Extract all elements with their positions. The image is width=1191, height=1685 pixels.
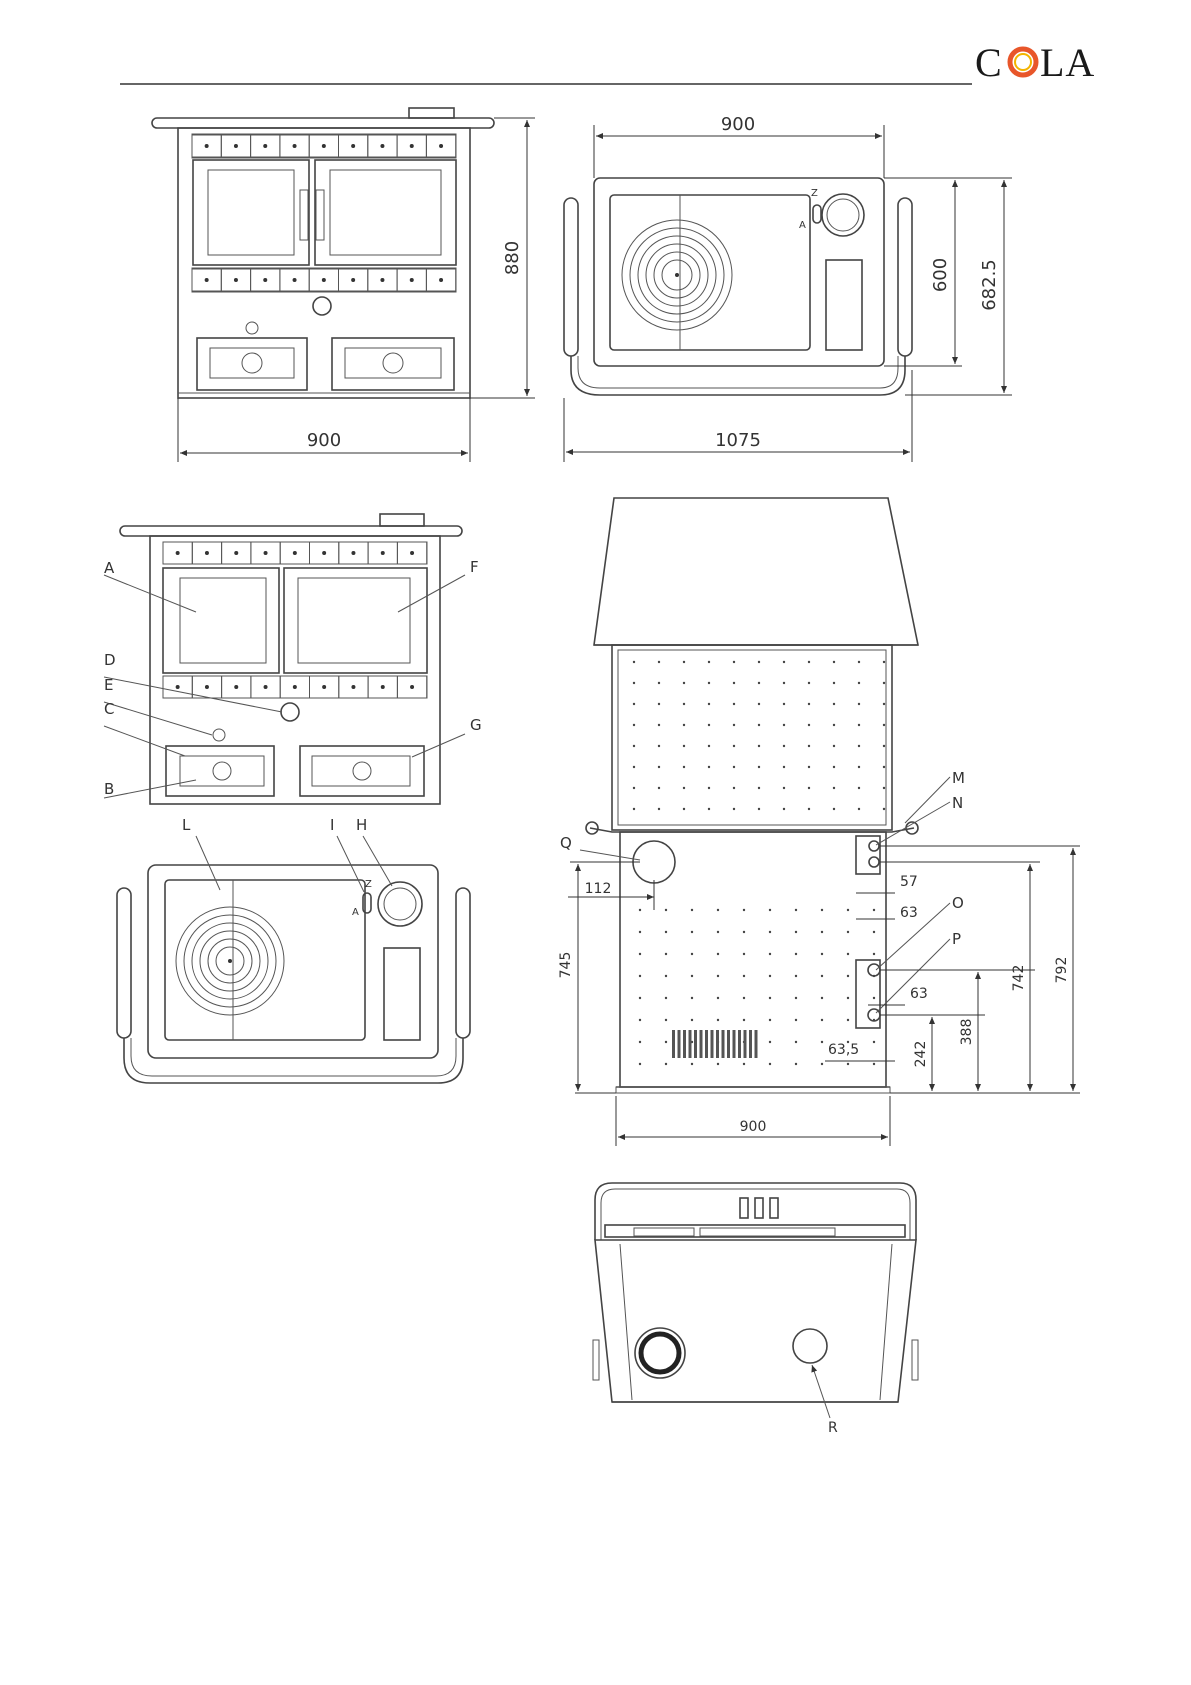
svg-text:388: 388 (959, 1019, 975, 1046)
back-panel-upper (612, 645, 892, 830)
label-h: H (356, 816, 367, 834)
firebox-door-left (197, 338, 307, 390)
side-rail-right (898, 198, 912, 356)
label-n: N (952, 794, 963, 812)
svg-text:1075: 1075 (715, 430, 761, 451)
label-b: B (104, 780, 114, 798)
bottom-shell (595, 1240, 916, 1402)
damper-lever (813, 205, 821, 223)
top-view: Z A 900 1075 600 682.5 (564, 114, 1012, 462)
svg-text:745: 745 (558, 952, 574, 979)
svg-text:57: 57 (900, 874, 918, 890)
towel-rail (152, 118, 494, 128)
label-m: M (952, 769, 965, 787)
hotplate-rings-icon-2 (176, 907, 284, 1015)
label-l: L (182, 816, 191, 834)
svg-text:63: 63 (910, 986, 928, 1002)
vent-grille (672, 1030, 758, 1058)
oven-window-left (208, 170, 294, 255)
svg-text:112: 112 (585, 881, 612, 897)
logo-letter-c: C (975, 40, 1003, 85)
dim-width-label: 900 (307, 430, 341, 451)
logo-ring-icon (1010, 49, 1036, 75)
svg-text:63,5: 63,5 (828, 1042, 859, 1058)
logo-letters-la: LA (1040, 40, 1095, 85)
stove-body (178, 128, 470, 398)
cooking-plate (610, 195, 810, 350)
hob-body (594, 178, 884, 366)
label-f: F (470, 558, 479, 576)
label-p: P (952, 930, 961, 948)
label-r: R (828, 1420, 838, 1436)
hotplate-rings-icon (622, 220, 732, 330)
svg-text:742: 742 (1011, 965, 1027, 992)
label-c: C (104, 700, 114, 718)
oven-door-left (193, 160, 309, 265)
svg-text:Z: Z (365, 879, 372, 890)
top-view-labeled: Z A L I H (117, 816, 470, 1083)
dim-height-label: 880 (502, 241, 523, 275)
label-i: I (330, 816, 334, 834)
oven-door-right (315, 160, 456, 265)
bottom-view: R (593, 1183, 918, 1436)
label-d: D (104, 651, 116, 669)
flue-outlet-icon (822, 194, 864, 236)
door-hinge-right (316, 190, 324, 240)
svg-text:900: 900 (740, 1119, 767, 1135)
label-q: Q (560, 834, 572, 852)
svg-text:682.5: 682.5 (979, 259, 1000, 311)
label-e: E (104, 676, 113, 694)
svg-text:792: 792 (1054, 957, 1070, 984)
firebox-door-right (332, 338, 454, 390)
flue-collar (409, 108, 454, 118)
front-rail (571, 356, 905, 395)
label-g: G (470, 716, 482, 734)
back-view: M N Q O P 112 745 57 63 63 63,5 242 388 … (558, 498, 1080, 1146)
door-hinge-left (300, 190, 308, 240)
svg-text:63: 63 (900, 905, 918, 921)
oven-window-right (330, 170, 441, 255)
label-a: A (104, 559, 115, 577)
svg-text:242: 242 (913, 1041, 929, 1068)
svg-text:A: A (352, 907, 359, 918)
front-view-labeled: A F D E C G B (104, 514, 482, 804)
label-o: O (952, 894, 964, 912)
ash-drawer-panel (826, 260, 862, 350)
svg-text:A: A (799, 220, 806, 231)
air-control-icon (246, 322, 258, 334)
svg-text:600: 600 (930, 258, 951, 292)
svg-text:Z: Z (811, 188, 818, 199)
back-hood (594, 498, 918, 645)
air-inlet-r-icon (793, 1329, 827, 1363)
thermostat-knob-icon (313, 297, 331, 315)
svg-text:900: 900 (721, 114, 755, 135)
front-view: 900 880 (152, 108, 535, 462)
brand-logo: C LA (975, 40, 1095, 85)
side-rail-left (564, 198, 578, 356)
